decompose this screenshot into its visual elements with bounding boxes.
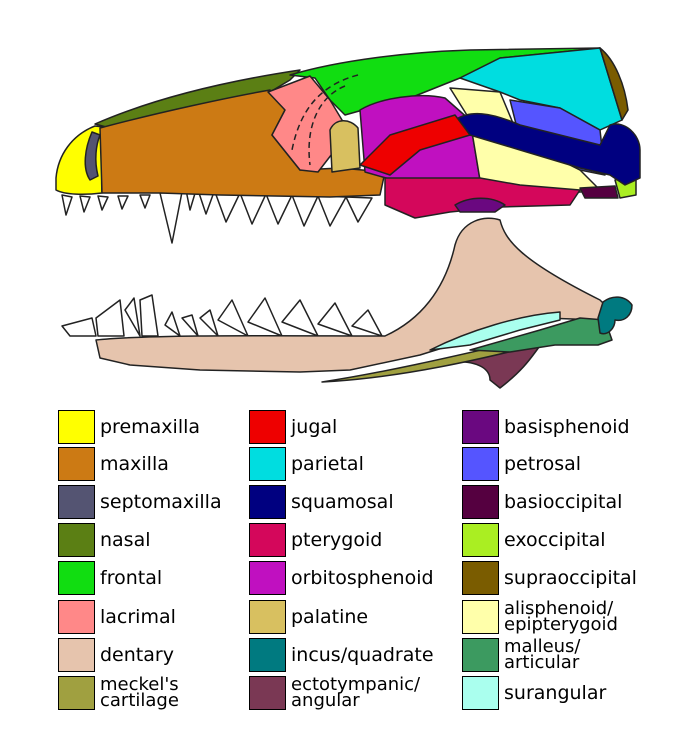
legend-swatch <box>58 561 95 595</box>
legend-swatch <box>249 600 286 634</box>
legend-label: jugal <box>291 416 338 438</box>
legend-swatch <box>58 638 95 672</box>
legend-swatch <box>249 523 286 557</box>
legend-label: basioccipital <box>504 491 623 513</box>
legend-swatch <box>58 676 95 710</box>
legend-swatch <box>249 676 286 710</box>
legend-swatch <box>58 600 95 634</box>
legend-label: dentary <box>100 644 174 666</box>
legend-swatch <box>58 485 95 519</box>
palatine-bone <box>329 120 361 173</box>
legend-swatch <box>249 638 286 672</box>
septomaxilla-bone <box>84 131 101 181</box>
legend-label: pterygoid <box>291 529 383 551</box>
legend-label: nasal <box>100 529 151 551</box>
upper-teeth <box>61 189 373 244</box>
lower-teeth <box>61 294 383 337</box>
legend-label: maxilla <box>100 453 169 475</box>
legend-label: alisphenoid/epipterygoid <box>504 598 618 635</box>
legend-swatch <box>462 676 499 710</box>
legend-swatch <box>462 485 499 519</box>
legend-label: basisphenoid <box>504 416 630 438</box>
legend-swatch <box>462 638 499 672</box>
legend-label: squamosal <box>291 491 394 513</box>
legend-label: palatine <box>291 606 369 628</box>
incus-bone <box>597 296 633 335</box>
legend-label: ectotympanic/angular <box>291 674 421 711</box>
basisphenoid-bone <box>454 197 506 213</box>
malleus-bone <box>469 317 613 353</box>
legend-swatch <box>249 485 286 519</box>
legend-swatch <box>462 600 499 634</box>
legend-swatch <box>462 523 499 557</box>
legend-swatch <box>249 410 286 444</box>
legend-swatch <box>462 410 499 444</box>
legend-label: orbitosphenoid <box>291 567 434 589</box>
legend-swatch <box>249 561 286 595</box>
jugal-bone <box>359 114 471 176</box>
legend-swatch <box>58 523 95 557</box>
legend-swatch <box>462 561 499 595</box>
legend-swatch <box>58 447 95 481</box>
legend-label: surangular <box>504 682 607 704</box>
legend-label: frontal <box>100 567 163 589</box>
legend-label: incus/quadrate <box>291 644 434 666</box>
skull-diagram <box>55 47 641 389</box>
legend-label: lacrimal <box>100 606 176 628</box>
legend-swatch <box>462 447 499 481</box>
legend-label: premaxilla <box>100 416 201 438</box>
legend-label: petrosal <box>504 453 582 475</box>
legend-label: malleus/articular <box>504 636 581 673</box>
surangular-bone <box>429 311 561 351</box>
legend-label: supraoccipital <box>504 567 637 589</box>
supraoccipital-bone <box>599 47 629 121</box>
legend-swatch <box>58 410 95 444</box>
legend-label: parietal <box>291 453 364 475</box>
basioccipital-bone <box>579 185 619 199</box>
legend-label: septomaxilla <box>100 491 222 513</box>
squamosal-bone <box>454 112 641 186</box>
legend-label: exoccipital <box>504 529 606 551</box>
legend-swatch <box>249 447 286 481</box>
